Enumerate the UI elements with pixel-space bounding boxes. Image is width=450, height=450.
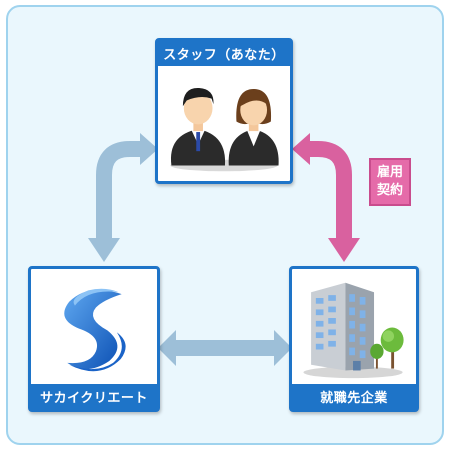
contract-badge-line2: 契約: [376, 183, 403, 198]
agency-company-arrowhead-right: [274, 330, 292, 366]
sakai-create-logo: [64, 288, 126, 372]
staff-agency-arrowhead-bottom: [88, 238, 120, 262]
two-staff-people-icon: [170, 87, 279, 172]
staff-agency-arrowhead-top: [140, 133, 158, 165]
company-node-label: 就職先企業: [292, 384, 416, 409]
staff-node: スタッフ（あなた）: [155, 38, 293, 184]
agency-company-arrowhead-left: [158, 330, 176, 366]
agency-node: サカイクリエート: [28, 266, 160, 412]
staff-company-arrow: [310, 141, 352, 238]
staff-agency-arrow: [96, 141, 140, 238]
office-building-icon: [303, 282, 404, 379]
company-node: 就職先企業: [289, 266, 419, 412]
staff-company-arrowhead-bottom: [328, 238, 360, 262]
agency-company-arrow: [176, 340, 274, 356]
staff-node-label: スタッフ（あなた）: [158, 41, 290, 66]
staff-company-arrowhead-top: [292, 133, 310, 165]
agency-node-label: サカイクリエート: [31, 384, 157, 409]
contract-badge-line1: 雇用: [376, 165, 403, 180]
employment-contract-badge: 雇用 契約: [369, 158, 411, 206]
